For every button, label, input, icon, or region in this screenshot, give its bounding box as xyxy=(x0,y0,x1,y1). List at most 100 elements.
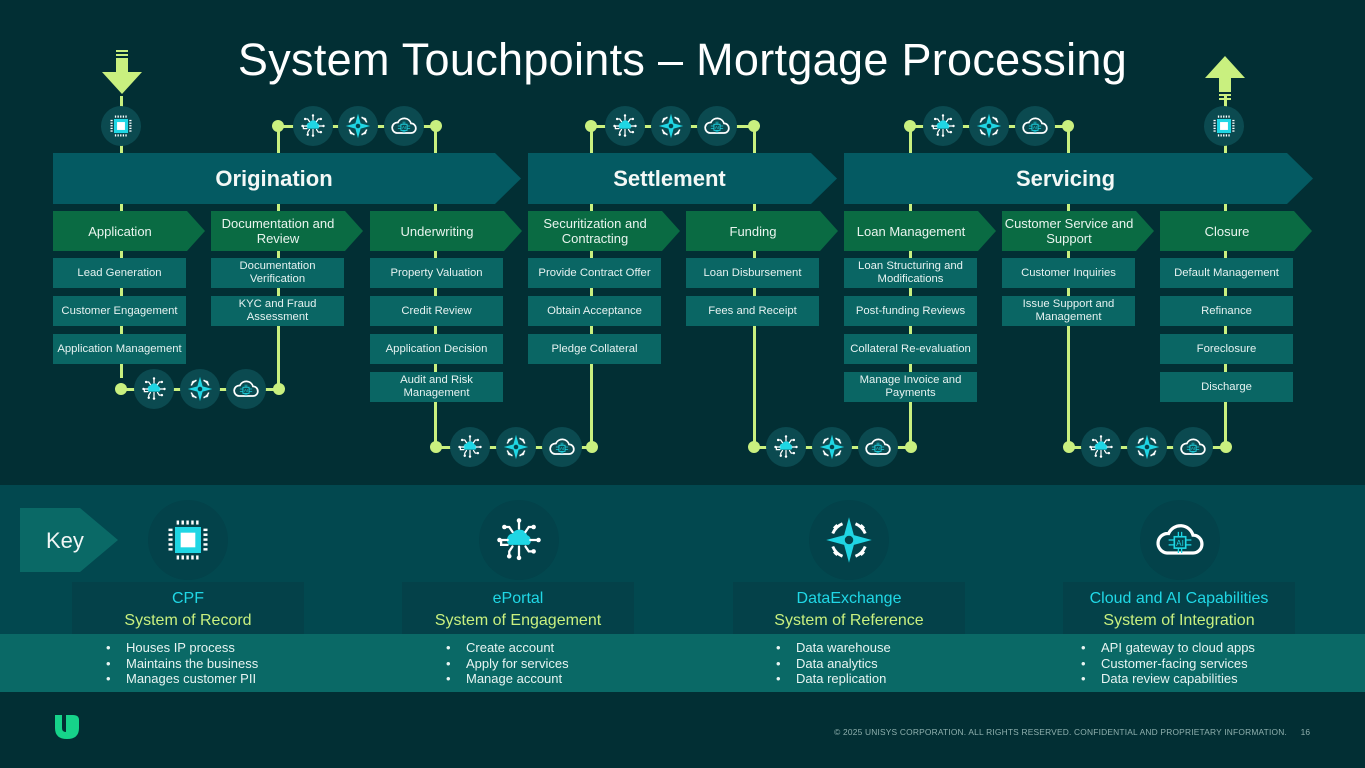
phase-origination: Origination xyxy=(53,153,521,204)
connector-node xyxy=(748,441,760,453)
bullet-text: Manage account xyxy=(466,671,563,686)
cpu-chip-icon xyxy=(1204,106,1244,146)
stage-label: Funding xyxy=(729,223,777,239)
compass-star-icon xyxy=(969,106,1009,146)
system-role: System of Record xyxy=(124,612,252,629)
connector-node xyxy=(585,120,597,132)
compass-star-icon xyxy=(338,106,378,146)
task-box: KYC and Fraud Assessment xyxy=(211,296,344,326)
bullet-item: Customer-facing services xyxy=(1081,656,1255,672)
cloud-ai-bullet-list: API gateway to cloud apps Customer-facin… xyxy=(1081,640,1255,687)
key-system-cloud-ai: Cloud and AI Capabilities System of Inte… xyxy=(1063,582,1295,634)
cloud-network-icon xyxy=(134,369,174,409)
connector-node xyxy=(430,120,442,132)
page-number: 16 xyxy=(1300,727,1310,737)
stage-closure: Closure xyxy=(1160,211,1312,251)
key-label: Key xyxy=(46,528,84,553)
key-system-eportal: ePortal System of Engagement xyxy=(402,582,634,634)
system-name: CPF xyxy=(172,590,204,607)
stage-funding: Funding xyxy=(686,211,838,251)
bullet-text: Customer-facing services xyxy=(1101,655,1248,671)
bullet-text: Data warehouse xyxy=(796,640,891,655)
bullet-item: Apply for services xyxy=(446,656,569,672)
phase-label: Settlement xyxy=(613,165,726,191)
bullet-item: Manage account xyxy=(446,671,569,687)
cloud-ai-icon xyxy=(1140,500,1220,580)
phase-servicing: Servicing xyxy=(844,153,1313,204)
task-box: Manage Invoice and Payments xyxy=(844,372,977,402)
task-box: Property Valuation xyxy=(370,258,503,288)
compass-star-icon xyxy=(496,427,536,467)
cloud-ai-icon xyxy=(384,106,424,146)
stage-underwriting: Underwriting xyxy=(370,211,522,251)
bullet-item: Data review capabilities xyxy=(1081,671,1255,687)
bullet-item: Create account xyxy=(446,640,569,656)
task-box: Customer Engagement xyxy=(53,296,186,326)
stage-label: Underwriting xyxy=(400,223,474,239)
connector-node xyxy=(1062,120,1074,132)
bullet-item: Data replication xyxy=(776,671,891,687)
task-box: Audit and Risk Management xyxy=(370,372,503,402)
key-system-dataexchange: DataExchange System of Reference xyxy=(733,582,965,634)
bullet-item: Maintains the business xyxy=(106,656,258,672)
compass-star-icon xyxy=(651,106,691,146)
stage-customer-service: Customer Service and Support xyxy=(1002,211,1154,251)
stage-label: Closure xyxy=(1204,223,1250,239)
connector-node xyxy=(273,383,285,395)
system-role: System of Integration xyxy=(1103,612,1255,629)
compass-star-icon xyxy=(809,500,889,580)
task-box: Foreclosure xyxy=(1160,334,1293,364)
stage-label: Application xyxy=(88,223,152,239)
dataexchange-bullet-list: Data warehouse Data analytics Data repli… xyxy=(776,640,891,687)
entry-arrow-icon xyxy=(102,50,142,94)
bullet-item: API gateway to cloud apps xyxy=(1081,640,1255,656)
connector-node xyxy=(586,441,598,453)
task-box: Collateral Re-evaluation xyxy=(844,334,977,364)
cloud-ai-icon xyxy=(1015,106,1055,146)
bullet-item: Data analytics xyxy=(776,656,891,672)
unisys-logo-icon xyxy=(55,715,79,739)
task-box: Lead Generation xyxy=(53,258,186,288)
bullet-item: Houses IP process xyxy=(106,640,258,656)
task-box: Default Management xyxy=(1160,258,1293,288)
page-title: System Touchpoints – Mortgage Processing xyxy=(237,34,1128,85)
cloud-network-icon xyxy=(1081,427,1121,467)
compass-star-icon xyxy=(180,369,220,409)
task-box: Application Management xyxy=(53,334,186,364)
stage-label: Loan Management xyxy=(856,223,966,239)
stage-label: Customer Service and Support xyxy=(1004,216,1134,246)
task-box: Customer Inquiries xyxy=(1002,258,1135,288)
cpu-chip-icon xyxy=(148,500,228,580)
connector-node xyxy=(272,120,284,132)
connector-node xyxy=(430,441,442,453)
task-box: Loan Disbursement xyxy=(686,258,819,288)
stage-securitization: Securitization and Contracting xyxy=(528,211,680,251)
system-role: System of Engagement xyxy=(434,612,602,629)
stage-application: Application xyxy=(53,211,205,251)
phase-label: Servicing xyxy=(1015,165,1116,191)
task-box: Application Decision xyxy=(370,334,503,364)
task-box: Refinance xyxy=(1160,296,1293,326)
bullet-item: Manages customer PII xyxy=(106,671,258,687)
cloud-ai-icon xyxy=(697,106,737,146)
copyright-text: © 2025 UNISYS CORPORATION. ALL RIGHTS RE… xyxy=(834,727,1287,737)
cloud-network-icon xyxy=(605,106,645,146)
task-box: Fees and Receipt xyxy=(686,296,819,326)
connector-node xyxy=(904,120,916,132)
task-box: Post-funding Reviews xyxy=(844,296,977,326)
bullet-text: Apply for services xyxy=(466,655,569,671)
key-system-cpf: CPF System of Record xyxy=(72,582,304,634)
task-box: Discharge xyxy=(1160,372,1293,402)
connector-node xyxy=(1063,441,1075,453)
system-name: ePortal xyxy=(492,590,544,607)
task-box: Pledge Collateral xyxy=(528,334,661,364)
cloud-network-icon xyxy=(450,427,490,467)
system-role: System of Reference xyxy=(774,612,924,629)
stage-label: Securitization and Contracting xyxy=(543,216,647,246)
task-box: Documentation Verification xyxy=(211,258,344,288)
connector-line xyxy=(277,125,280,390)
cloud-ai-icon xyxy=(858,427,898,467)
bullet-text: API gateway to cloud apps xyxy=(1101,640,1255,655)
bullet-item: Data warehouse xyxy=(776,640,891,656)
task-box: Loan Structuring and Modifications xyxy=(844,258,977,288)
